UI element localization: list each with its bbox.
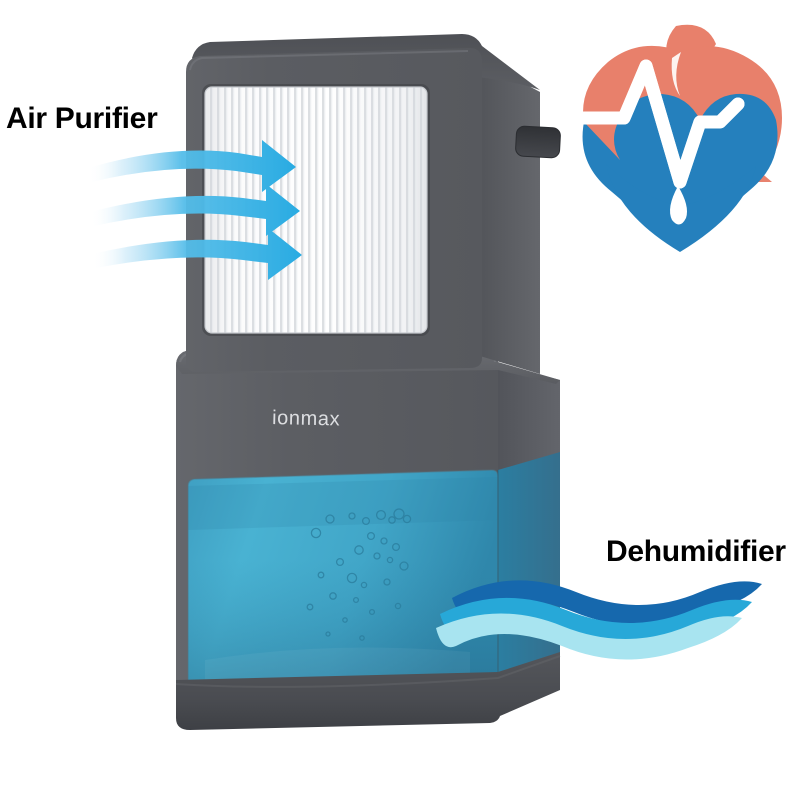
water-bubble [380,537,388,545]
water-bubbles [306,508,412,641]
device-base-body [176,652,560,730]
water-bubble [386,556,394,564]
water-bubble [310,527,322,539]
water-bubble [361,516,371,526]
airflow-arrow-3 [92,228,302,280]
water-bubble [346,572,358,584]
water-bubble [394,602,402,610]
brand-wordmark: ionmax [272,407,341,430]
ecg-pulse-line [559,59,745,225]
water-bubble [391,542,401,552]
water-bubble [366,531,376,541]
apple-cleft [671,52,681,96]
water-bubble [360,581,368,589]
water-bubble [342,617,348,623]
water-bubble [348,512,356,520]
water-bubble [388,516,396,524]
airflow-arrow-1 [88,140,296,192]
water-bubble [325,631,331,637]
water-bubble [354,545,364,555]
water-bubble [335,557,345,567]
dehumidifier-label: Dehumidifier [606,535,786,568]
water-bubble [352,596,360,604]
hepa-filter-panel [204,86,428,334]
water-bubble [329,592,337,600]
water-bubble [383,578,391,586]
water-bubble [402,514,412,524]
water-bubble [359,635,365,641]
water-bubble [393,508,405,520]
water-bubble [317,571,325,579]
water-bubble [375,509,387,521]
upper-housing [186,34,561,374]
pulse-droplet [670,186,687,225]
wave-light [436,613,742,660]
carry-handle [515,125,561,159]
airflow-arrow-2 [90,184,300,236]
water-bubble [325,514,335,524]
water-bubble [373,552,381,560]
air-purifier-label: Air Purifier [6,102,158,135]
water-bubble [368,608,376,616]
water-bubble [399,561,409,571]
water-bubble [306,603,314,611]
water-surface-shade [188,477,498,530]
device-base [175,652,561,730]
upper-housing-edge-highlight [189,50,469,71]
device-base-highlight [175,655,561,688]
